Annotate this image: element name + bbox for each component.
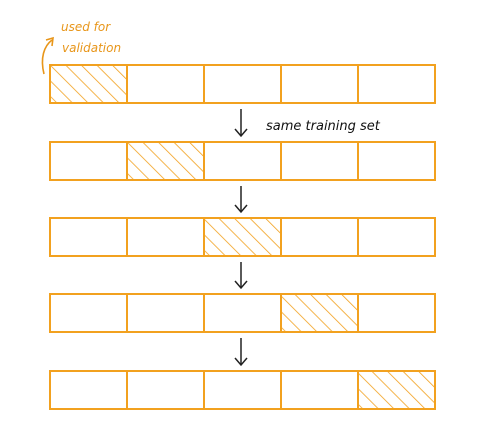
down-arrow-icon	[234, 338, 248, 367]
curved-arrow-icon	[41, 39, 53, 75]
training-fold	[126, 370, 205, 410]
curved-arrow-head	[45, 36, 54, 47]
training-fold	[357, 293, 436, 333]
fold-row-1	[49, 64, 436, 104]
training-fold	[126, 293, 205, 333]
validation-fold	[126, 141, 205, 181]
training-fold	[280, 217, 359, 257]
down-arrow-icon	[234, 109, 248, 138]
training-fold	[280, 370, 359, 410]
training-fold	[49, 293, 128, 333]
fold-row-5	[49, 370, 436, 410]
validation-annotation: used for validation	[41, 20, 121, 75]
validation-fold	[280, 293, 359, 333]
training-fold	[357, 217, 436, 257]
training-fold	[126, 217, 205, 257]
validation-fold	[357, 370, 436, 410]
fold-row-2	[49, 141, 436, 181]
training-fold	[126, 64, 205, 104]
step-arrows	[234, 109, 248, 367]
training-fold	[357, 64, 436, 104]
fold-row-3	[49, 217, 436, 257]
annotation-line-1: used for	[61, 20, 111, 34]
training-fold	[203, 370, 282, 410]
training-fold	[203, 293, 282, 333]
training-fold	[203, 64, 282, 104]
training-fold	[280, 141, 359, 181]
training-fold	[357, 141, 436, 181]
fold-rows	[49, 64, 436, 410]
training-fold	[49, 370, 128, 410]
fold-row-4	[49, 293, 436, 333]
validation-fold	[203, 217, 282, 257]
training-fold	[49, 141, 128, 181]
caption-same-training-set: same training set	[266, 119, 381, 134]
annotation-line-2: validation	[62, 41, 121, 55]
training-fold	[203, 141, 282, 181]
validation-fold	[49, 64, 128, 104]
down-arrow-icon	[234, 262, 248, 290]
down-arrow-icon	[234, 186, 248, 214]
training-fold	[280, 64, 359, 104]
training-fold	[49, 217, 128, 257]
